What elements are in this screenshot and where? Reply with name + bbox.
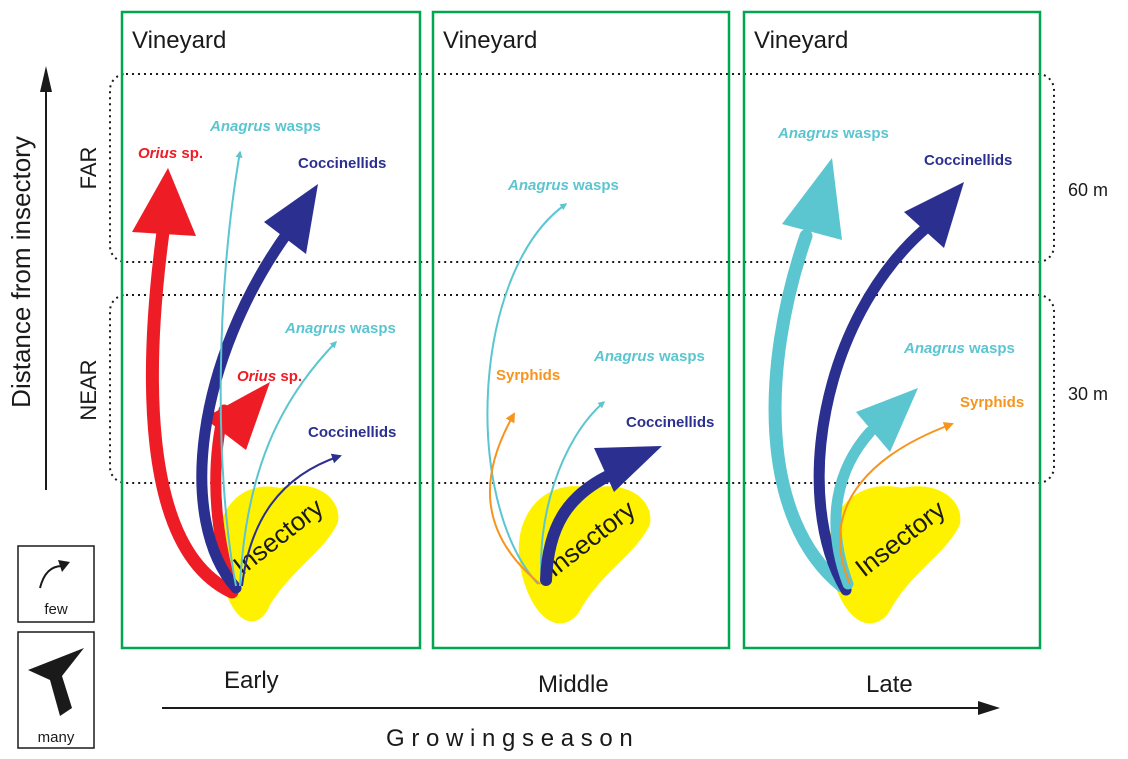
label-anagrus-near: Anagrus wasps	[903, 340, 1015, 357]
x-axis-title: G r o w i n g s e a s o n	[386, 725, 633, 752]
insectory-blob	[828, 486, 961, 624]
y-axis-title: Distance from insectory	[6, 136, 36, 408]
zone-label-far: FAR	[76, 147, 101, 190]
season-label: Middle	[538, 671, 609, 698]
season-label: Late	[866, 671, 913, 698]
label-orius-far: Orius sp.	[138, 145, 203, 162]
panel-title: Vineyard	[132, 27, 226, 54]
arrow-coccinellids-far-shaft	[196, 226, 294, 594]
arrow-coccinellids-near-head	[594, 446, 662, 492]
distance-label-30: 30 m	[1068, 384, 1108, 404]
panel-title: Vineyard	[443, 27, 537, 54]
legend: few many	[17, 545, 95, 749]
panel-early: Vineyard Insectory Orius sp. Anagrus was…	[120, 10, 422, 694]
vineyard-panel-border	[742, 10, 1042, 650]
label-syrphids-near: Syrphids	[960, 394, 1024, 411]
legend-few-arrowhead	[58, 560, 70, 572]
arrow-orius-near-head	[204, 382, 270, 450]
near-zone-band	[109, 294, 1055, 484]
y-axis: Distance from insectory FAR NEAR	[6, 66, 101, 490]
arrow-coccinellids-far-head	[264, 184, 318, 254]
arrow-anagrus-near-shaft	[830, 426, 876, 590]
arrow-orius-far-shaft	[145, 225, 239, 599]
panel-title: Vineyard	[754, 27, 848, 54]
label-syrphids-near: Syrphids	[496, 367, 560, 384]
distance-label-60: 60 m	[1068, 180, 1108, 200]
arrow-anagrus-far	[219, 150, 243, 587]
y-axis-arrowhead	[40, 66, 52, 92]
arrow-anagrus-far-head	[782, 158, 842, 240]
panel-late: Vineyard Insectory Anagrus wasps Coccine…	[742, 10, 1042, 698]
arrow-coccinellids-near	[241, 453, 342, 587]
arrow-anagrus-near-head	[856, 388, 918, 452]
arrow-orius-far-head	[132, 168, 196, 236]
x-axis-arrowhead	[978, 701, 1000, 715]
arrow-syrphids-near	[488, 412, 541, 585]
season-label: Early	[224, 667, 279, 694]
label-orius-near: Orius sp.	[237, 368, 302, 385]
far-zone-band	[109, 73, 1055, 263]
label-anagrus-near: Anagrus wasps	[593, 348, 705, 365]
legend-few-arrow-icon	[39, 565, 63, 589]
label-anagrus-near: Anagrus wasps	[284, 320, 396, 337]
arrow-anagrus-far-shaft	[768, 229, 849, 593]
arrow-anagrus-near	[540, 401, 606, 585]
label-coccinellids-far: Coccinellids	[924, 152, 1012, 169]
legend-many-arrow-icon	[28, 648, 84, 716]
label-coccinellids-near: Coccinellids	[308, 424, 396, 441]
x-axis: G r o w i n g s e a s o n	[162, 701, 1000, 752]
insectory-blob	[518, 486, 651, 624]
vineyard-panel-border	[431, 10, 731, 650]
label-anagrus-far: Anagrus wasps	[507, 177, 619, 194]
arrow-coccinellids-far-head	[904, 182, 964, 248]
label-anagrus-far: Anagrus wasps	[777, 125, 889, 142]
arrow-coccinellids-near-shaft	[540, 470, 614, 586]
legend-many-label: many	[38, 729, 75, 746]
label-anagrus-far: Anagrus wasps	[209, 118, 321, 135]
label-coccinellids-near: Coccinellids	[626, 414, 714, 431]
zone-label-near: NEAR	[76, 359, 101, 420]
vineyard-panel-border	[120, 10, 422, 650]
arrow-anagrus-near	[239, 340, 337, 587]
legend-few-label: few	[44, 601, 68, 618]
legend-few-box	[17, 545, 95, 623]
arrow-anagrus-far	[486, 203, 568, 585]
panel-middle: Vineyard Insectory Anagrus wasps Syrphid…	[431, 10, 731, 698]
arrow-coccinellids-far-shaft	[813, 222, 932, 596]
label-coccinellids-far: Coccinellids	[298, 155, 386, 172]
arrow-syrphids-near	[839, 422, 954, 585]
